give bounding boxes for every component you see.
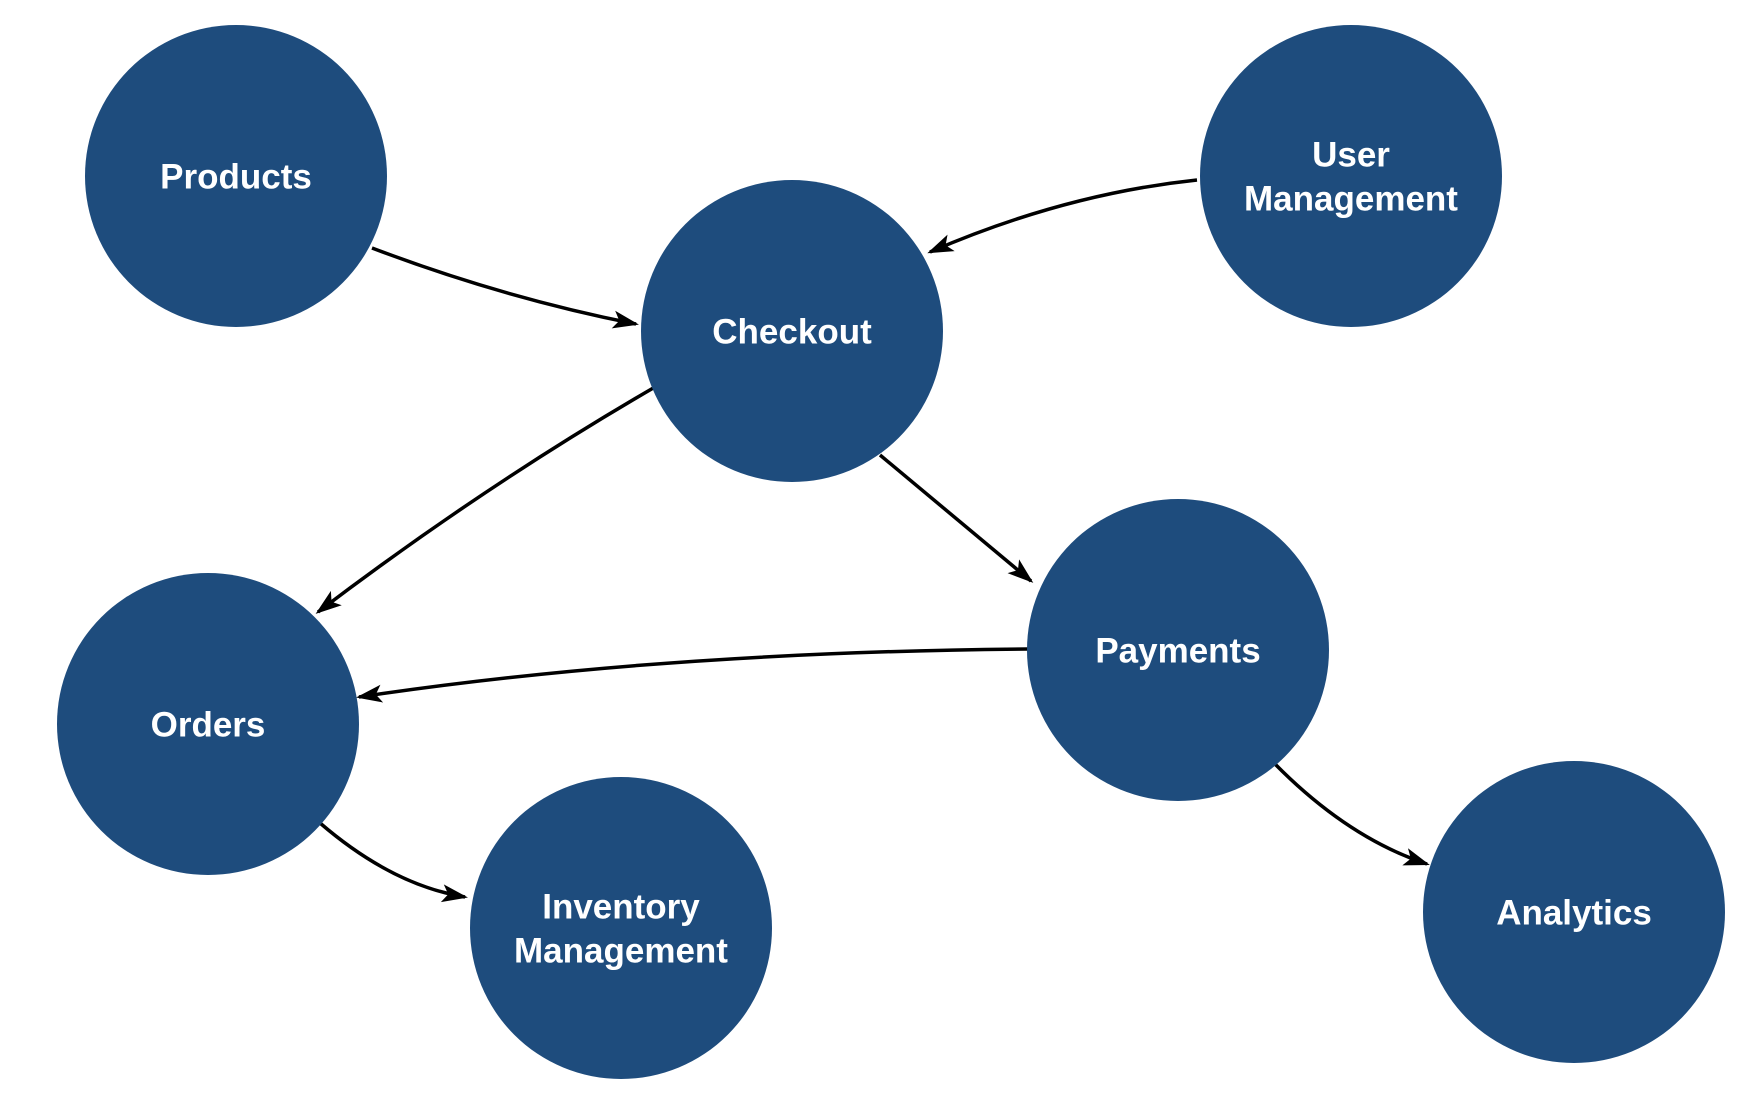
node-checkout[interactable]: Checkout	[641, 180, 943, 482]
edge-payments-to-orders[interactable]	[356, 647, 1029, 703]
node-analytics[interactable]: Analytics	[1423, 761, 1725, 1063]
node-circle-products[interactable]	[85, 25, 387, 327]
node-label-line: Checkout	[712, 312, 872, 351]
node-label-line: Management	[514, 931, 728, 970]
node-circle-checkout[interactable]	[641, 180, 943, 482]
node-payments[interactable]: Payments	[1027, 499, 1329, 801]
node-circle-analytics[interactable]	[1423, 761, 1725, 1063]
edge-checkout-to-orders[interactable]	[315, 385, 656, 614]
node-label-line: User	[1312, 135, 1390, 174]
node-circle-inventory-management[interactable]	[470, 777, 772, 1079]
node-label-line: Inventory	[542, 887, 700, 926]
node-orders[interactable]: Orders	[57, 573, 359, 875]
node-products[interactable]: Products	[85, 25, 387, 327]
node-circle-user-management[interactable]	[1200, 25, 1502, 327]
edge-products-to-checkout[interactable]	[371, 246, 639, 329]
edge-orders-to-inventory-management[interactable]	[318, 821, 468, 903]
edges-layer	[315, 178, 1430, 903]
node-label-line: Analytics	[1496, 893, 1652, 932]
node-label-line: Orders	[151, 705, 266, 744]
edge-user-management-to-checkout[interactable]	[927, 178, 1198, 254]
node-label-orders: Orders	[151, 705, 266, 744]
edge-checkout-to-payments[interactable]	[878, 453, 1034, 583]
node-label-line: Management	[1244, 179, 1458, 218]
node-label-analytics: Analytics	[1496, 893, 1652, 932]
node-label-checkout: Checkout	[712, 312, 872, 351]
node-label-payments: Payments	[1095, 631, 1260, 670]
node-label-line: Products	[160, 157, 312, 196]
node-label-products: Products	[160, 157, 312, 196]
node-circle-payments[interactable]	[1027, 499, 1329, 801]
node-circle-orders[interactable]	[57, 573, 359, 875]
edge-payments-to-analytics[interactable]	[1273, 762, 1430, 866]
node-label-line: Payments	[1095, 631, 1260, 670]
